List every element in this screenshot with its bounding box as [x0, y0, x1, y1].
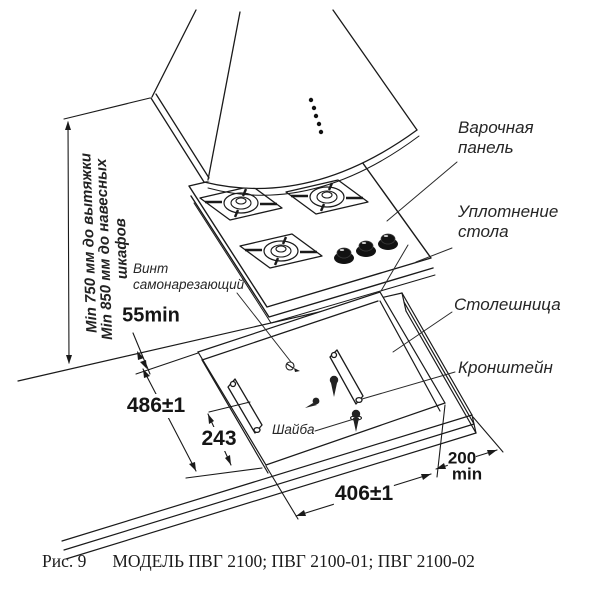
burner: [285, 179, 369, 215]
knob-icon: [334, 247, 354, 264]
self-tapping-screw-icon: [285, 361, 300, 372]
label-washer: Шайба: [272, 422, 315, 437]
ext-line-counter-edge: [472, 416, 504, 453]
dimension-side-clearance: 200: [447, 448, 477, 468]
leader-washer: [314, 418, 355, 432]
dimension-back-offset: 55min: [121, 304, 181, 328]
projection-line: [380, 244, 409, 292]
ext-line-bracket: [208, 401, 251, 413]
figure-title: МОДЕЛЬ ПВГ 2100; ПВГ 2100-01; ПВГ 2100-0…: [112, 551, 475, 571]
dimension-bracket-spacing: 243: [200, 427, 238, 451]
label-self-tapping-screw: Винт самонарезающий: [133, 261, 245, 292]
ext-line-406-right: [436, 404, 446, 478]
label-hob-panel: Варочная панель: [458, 118, 534, 157]
figure-number: Рис. 9: [42, 551, 87, 571]
burner: [239, 233, 323, 269]
dim-line-clearance: [67, 121, 70, 364]
ext-line-cutout-back: [135, 352, 199, 375]
ext-line-hood: [63, 97, 151, 120]
leader-screw: [236, 292, 292, 363]
bracket-right: [329, 349, 364, 405]
dimension-side-clearance-unit: min: [451, 464, 483, 484]
dimension-cutout-depth: 486±1: [125, 394, 187, 418]
leader-lines: [236, 161, 458, 432]
hood-vent-dots: [308, 97, 324, 135]
screws-and-washer: [285, 361, 362, 432]
dim-line-486: [142, 368, 197, 472]
leader-table-seal: [415, 247, 453, 263]
screw-icon: [305, 397, 320, 408]
knob-icon: [356, 240, 376, 257]
cooker-hood-drawing: [150, 9, 420, 196]
label-table-seal: Уплотнение стола: [458, 202, 559, 241]
leader-countertop: [392, 311, 453, 353]
dim-line-55: [132, 332, 151, 375]
burner: [199, 185, 283, 221]
control-knobs: [334, 233, 398, 264]
burners-drawing: [199, 179, 369, 269]
leader-bracket: [361, 371, 456, 400]
ext-line-cutout-front: [185, 467, 263, 479]
label-countertop: Столешница: [454, 295, 561, 314]
label-bracket: Кронштейн: [458, 358, 553, 377]
bracket-left: [227, 378, 263, 434]
dimension-cutout-width: 406±1: [333, 482, 395, 506]
figure-caption: Рис. 9 МОДЕЛЬ ПВГ 2100; ПВГ 2100-01; ПВГ …: [42, 551, 475, 572]
knob-icon: [378, 233, 398, 250]
leader-hob-panel: [386, 161, 458, 222]
screw-icon: [329, 375, 339, 397]
dimension-arrowheads: [65, 121, 497, 516]
ext-line-406-left: [265, 465, 299, 520]
